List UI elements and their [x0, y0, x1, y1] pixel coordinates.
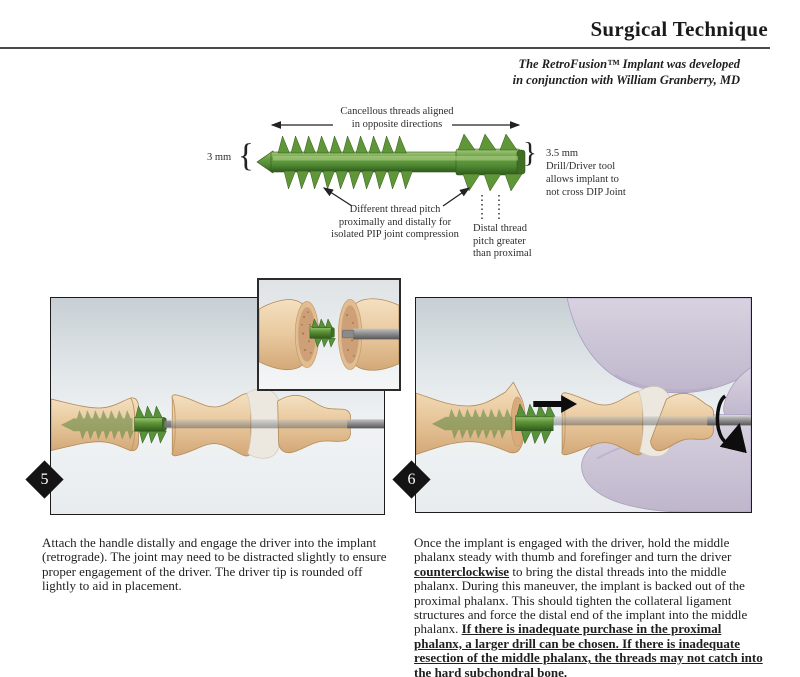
step-5-caption: Attach the handle distally and engage th… — [42, 535, 387, 594]
subtitle-line-1: The RetroFusion™ Implant was developed — [518, 57, 740, 71]
driver-rod-ghost — [166, 419, 384, 429]
driver-rod — [347, 419, 384, 429]
pitch-arrow-left-icon — [322, 187, 353, 207]
figure-step-5-inset — [257, 278, 401, 391]
implant-diagram-illustration — [256, 121, 526, 222]
driver-rod-ghost — [553, 416, 751, 426]
implant-screw-graphic — [256, 133, 526, 192]
cancellous-texture — [301, 311, 312, 354]
figure-step-6 — [415, 297, 752, 513]
step-6-caption: Once the implant is engaged with the dri… — [414, 535, 772, 677]
driver-tip — [341, 329, 355, 339]
label-proximal-diameter: 3 mm — [207, 152, 232, 163]
label-cancellous-threads: Cancellous threads aligned in opposite d… — [340, 106, 454, 130]
label-distal-pitch: Distal thread pitch greater than proxima… — [473, 223, 532, 259]
driver-rod-closeup — [352, 328, 399, 340]
emphasis-counterclockwise: counterclockwise — [414, 563, 510, 579]
step-5-illustration — [51, 298, 384, 514]
driver-rod — [707, 416, 751, 426]
header-rule — [0, 47, 770, 49]
page-title: Surgical Technique — [590, 17, 768, 41]
left-brace-icon: { — [238, 138, 254, 174]
label-drill-driver-note: 3.5 mm Drill/Driver tool allows implant … — [546, 148, 626, 198]
implant-tip-closeup — [309, 318, 336, 348]
figure-step-5 — [50, 297, 385, 515]
step-6-illustration — [416, 298, 751, 512]
implant-ghost — [60, 409, 135, 440]
page-subtitle: The RetroFusion™ Implant was developed i… — [513, 57, 740, 88]
subtitle-line-2: in conjunction with William Granberry, M… — [512, 72, 740, 87]
right-brace-icon: } — [523, 137, 537, 169]
inset-illustration — [259, 280, 399, 389]
rotation-arrow-icon — [715, 394, 747, 454]
emphasis-warning: If there is inadequate purchase in the p… — [414, 621, 763, 677]
translation-arrow-icon — [533, 395, 578, 413]
label-thread-pitch: Different thread pitch proximally and di… — [331, 204, 459, 240]
pitch-arrow-right-icon — [442, 187, 471, 207]
implant-ghost — [431, 408, 513, 440]
